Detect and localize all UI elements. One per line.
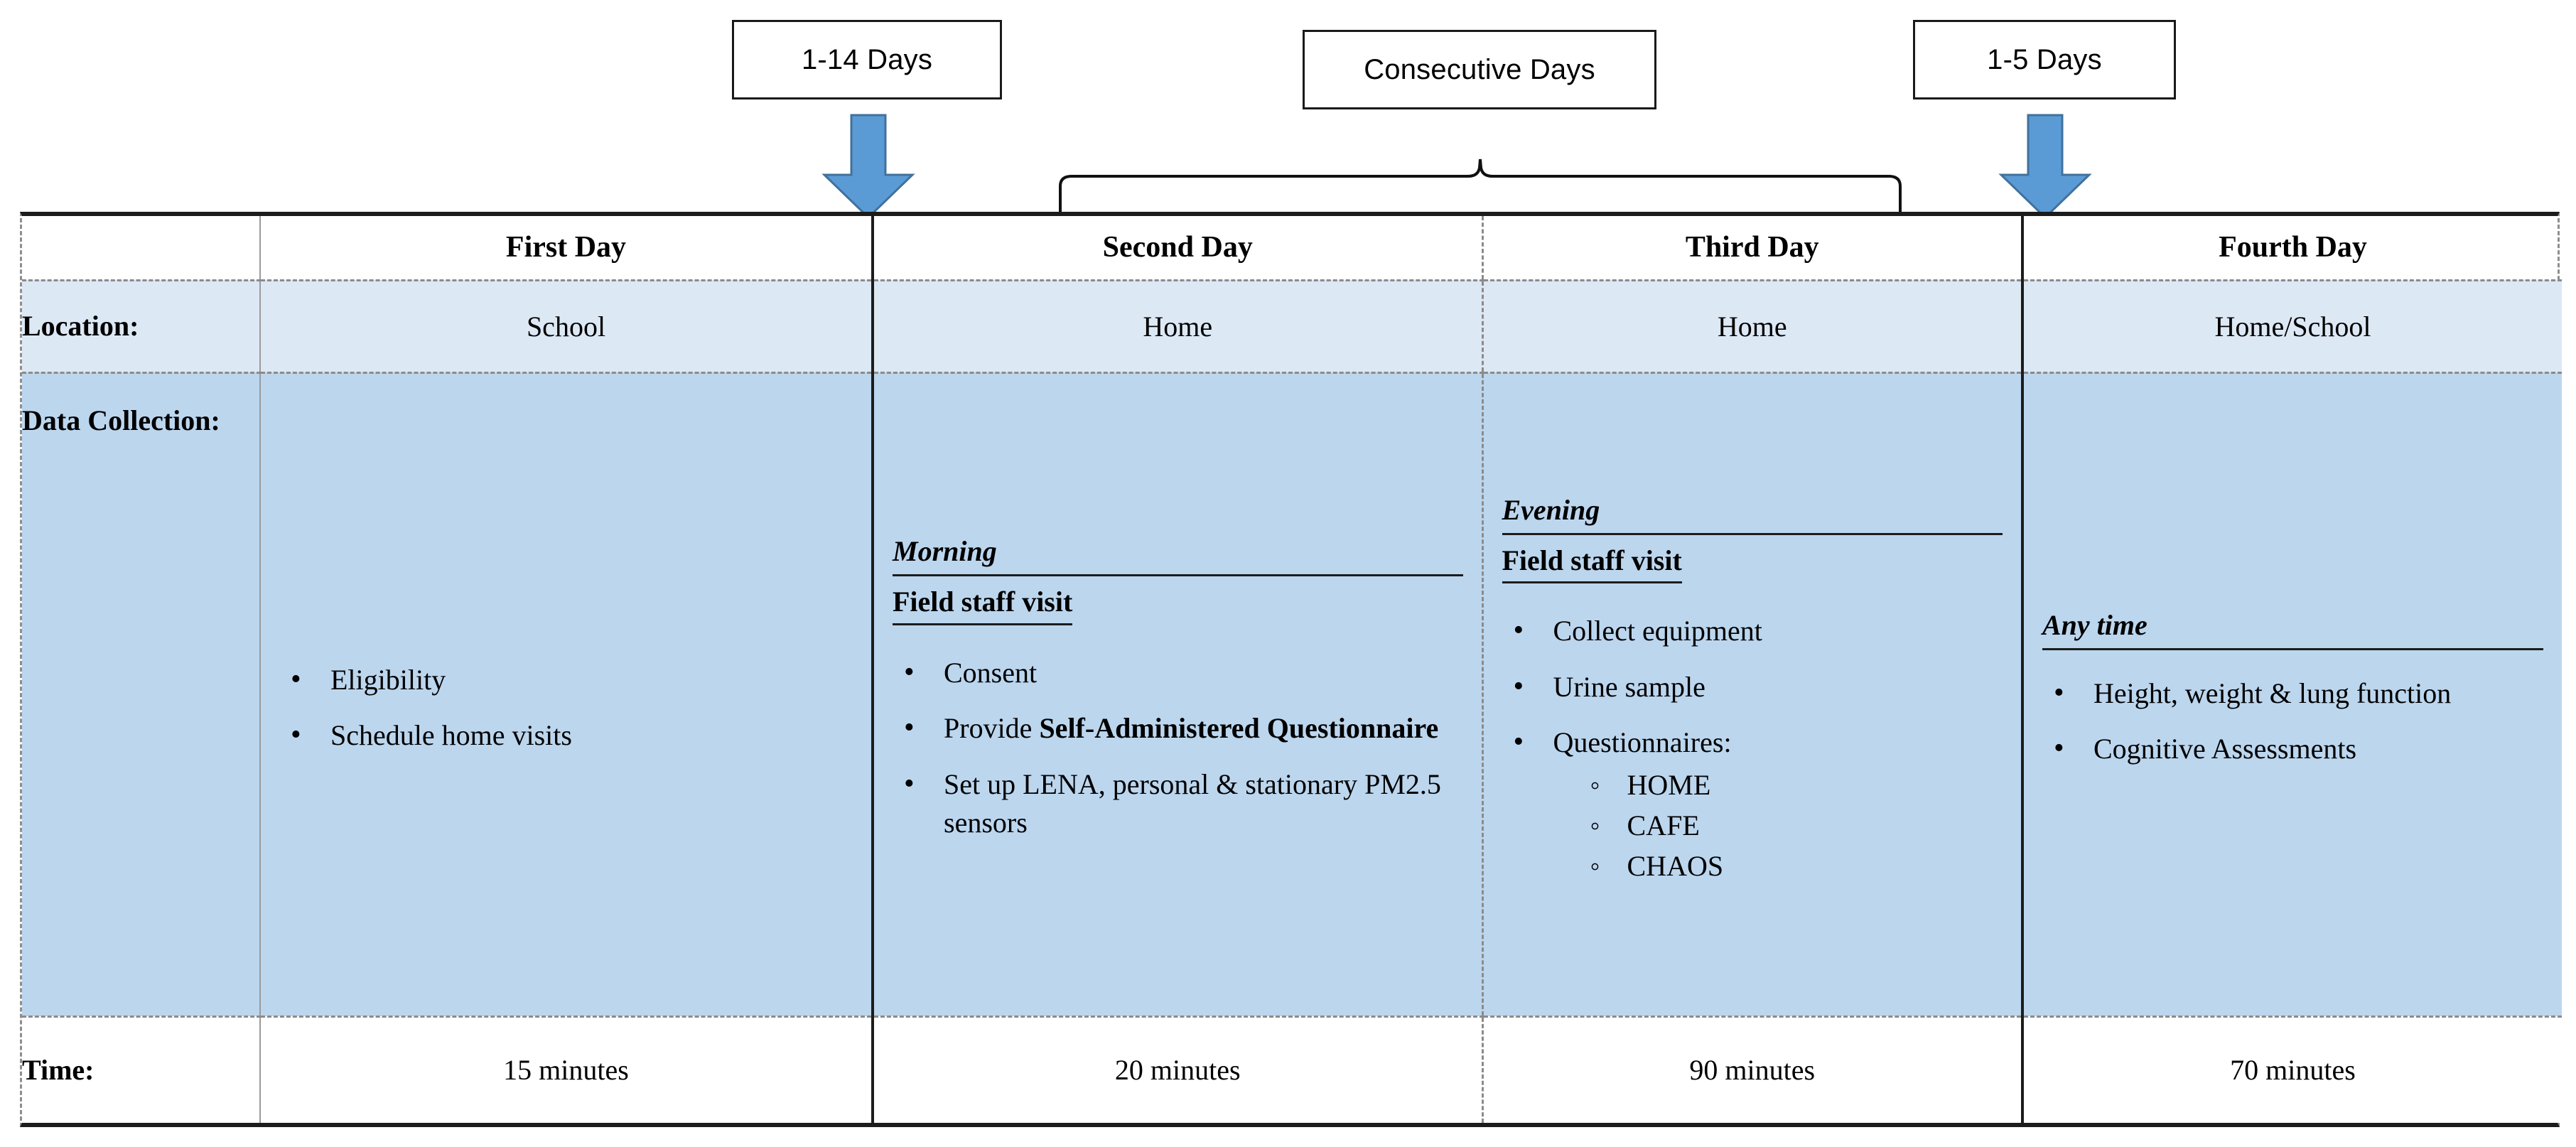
location-value-third-day: Home [1481,280,2022,374]
table-row-day-headers: First Day Second Day Third Day Fourth Da… [22,216,2562,281]
list-item: Set up LENA, personal & stationary PM2.5… [893,764,1463,843]
callout-label-1-14-days: 1-14 Days [801,43,933,75]
phase-heading-third-day: Evening [1502,490,2003,535]
visit-heading-second-day: Field staff visit [893,582,1073,626]
list-item-text: Provide [944,712,1040,745]
time-value-fourth-day: 70 minutes [2021,1016,2562,1123]
time-value-third-day: 90 minutes [1481,1016,2022,1123]
list-item: Eligibility [279,659,853,701]
row-label-time: Time: [22,1016,260,1123]
callout-box-consecutive-days: Consecutive Days [1303,30,1656,109]
phase-heading-fourth-day: Any time [2042,605,2543,650]
list-item: Schedule home visits [279,715,853,756]
phase-heading-second-day: Morning [893,532,1463,577]
list-item: Consent [893,652,1463,694]
down-arrow-icon-second-day [821,114,915,219]
callout-label-1-5-days: 1-5 Days [1987,43,2102,75]
list-item: Height, weight & lung function [2042,673,2543,714]
data-collection-cell-first-day: Eligibility Schedule home visits [259,372,873,1018]
callout-box-1-14-days: 1-14 Days [732,20,1002,99]
down-arrow-icon-fourth-day [1998,114,2092,219]
bullet-list-fourth-day: Height, weight & lung function Cognitive… [2042,673,2543,770]
table-row-time: Time: 15 minutes 20 minutes 90 minutes 7… [22,1016,2562,1123]
table-row-data-collection: Data Collection: Eligibility Schedule ho… [22,372,2562,1018]
table-row-location: Location: School Home Home Home/School [22,280,2562,374]
callout-box-1-5-days: 1-5 Days [1913,20,2176,99]
data-collection-cell-third-day: Evening Field staff visit Collect equipm… [1481,372,2022,1018]
column-header-first-day: First Day [259,216,873,281]
location-value-second-day: Home [871,280,1482,374]
list-item-text: Questionnaires: [1553,726,1732,759]
sub-bullet-list-questionnaires: HOME CAFE CHAOS [1553,767,2003,885]
time-value-first-day: 15 minutes [259,1016,873,1123]
bullet-list-first-day: Eligibility Schedule home visits [279,659,853,756]
data-collection-cell-fourth-day: Any time Height, weight & lung function … [2021,372,2562,1018]
list-item-text: Set up LENA, personal & stationary PM2.5… [944,768,1441,839]
column-header-third-day: Third Day [1481,216,2022,281]
row-label-location: Location: [22,280,260,374]
bullet-list-third-day: Collect equipment Urine sample Questionn… [1502,610,2003,885]
list-item: HOME [1553,767,2003,803]
study-schedule-table: First Day Second Day Third Day Fourth Da… [20,212,2562,1127]
bullet-list-second-day: Consent Provide Self-Administered Questi… [893,652,1463,843]
header-cell-blank [22,216,260,281]
column-header-second-day: Second Day [871,216,1482,281]
list-item: CHAOS [1553,848,2003,884]
list-item: Provide Self-Administered Questionnaire [893,708,1463,749]
list-item: CAFE [1553,807,2003,844]
time-value-second-day: 20 minutes [871,1016,1482,1123]
list-item: Cognitive Assessments [2042,728,2543,770]
callout-label-consecutive-days: Consecutive Days [1364,53,1595,85]
row-label-data-collection: Data Collection: [22,372,260,1018]
location-value-fourth-day: Home/School [2021,280,2562,374]
location-value-first-day: School [259,280,873,374]
list-item: Collect equipment [1502,610,2003,652]
list-item: Questionnaires: HOME CAFE CHAOS [1502,722,2003,885]
column-header-fourth-day: Fourth Day [2021,216,2562,281]
visit-heading-third-day: Field staff visit [1502,541,1682,584]
data-collection-cell-second-day: Morning Field staff visit Consent Provid… [871,372,1482,1018]
list-item-text: Consent [944,657,1038,689]
list-item-text-emphasis: Self-Administered Questionnaire [1039,712,1439,745]
curly-brace-icon-consecutive-days [1059,158,1902,215]
list-item: Urine sample [1502,667,2003,708]
